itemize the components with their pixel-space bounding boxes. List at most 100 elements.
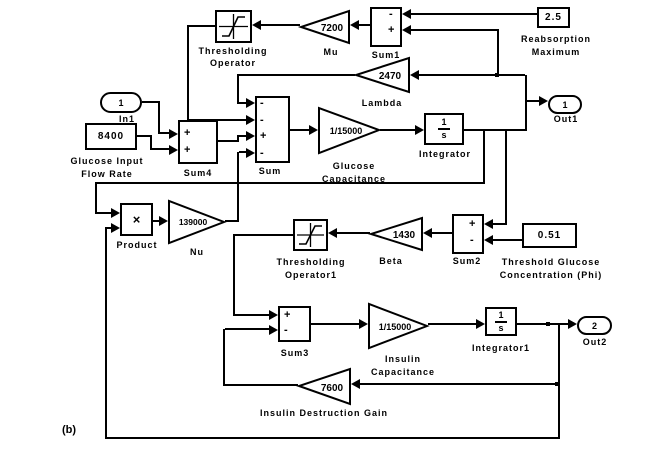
wire-segment [493,223,507,225]
sum2-sign-plus: + [469,218,476,230]
wire-segment [359,24,370,26]
one-over-s-icon: 1 s [495,310,507,333]
thresholding-operator-label: Thresholding [198,46,268,56]
in1-label: In1 [118,114,136,124]
threshold-glucose-label2: Concentration (Phi) [499,270,603,280]
wire-segment [95,182,485,184]
sum2-sign-minus: - [470,234,474,246]
thresholding-operator1-block[interactable] [293,219,328,251]
wire-segment [428,323,476,325]
wire-segment [233,234,235,316]
wire-segment [218,140,238,142]
mu-label: Mu [323,47,339,57]
wire-segment [150,135,152,150]
sum3-block[interactable] [278,306,311,342]
nu-gain-value: 139000 [179,217,208,227]
wire-segment [464,129,525,131]
glucose-input-label2: Flow Rate [81,169,133,179]
out2-label: Out2 [582,337,608,347]
glucose-input-value: 8400 [97,131,125,142]
integrator-block[interactable]: 1 s [424,113,464,145]
threshold-glucose-concentration-block[interactable]: 0.51 [522,223,577,248]
wire-segment [558,323,560,439]
integrator1-block[interactable]: 1 s [485,307,517,336]
wire-junction [555,382,559,386]
arrowhead-icon [423,228,432,238]
threshold-glucose-value: 0.51 [537,230,562,241]
wire-segment [160,132,169,134]
product-block[interactable]: × [120,203,153,236]
integrator1-label: Integrator1 [471,343,531,353]
out1-port[interactable]: 1 [548,95,582,114]
arrowhead-icon [111,223,120,233]
lambda-label: Lambda [361,98,403,108]
sum-sign-2: - [260,114,264,126]
arrowhead-icon [309,125,318,135]
wire-junction [546,322,550,326]
reabsorption-label2: Maximum [531,47,581,57]
saturation-icon [219,14,248,39]
wire-segment [290,129,309,131]
glucose-input-label: Glucose Input [70,156,144,166]
wire-segment [432,232,452,234]
sum1-label: Sum1 [371,50,401,60]
arrowhead-icon [252,20,261,30]
insulin-capacitance-block[interactable]: 1/15000 [368,302,430,350]
glucose-capacitance-block[interactable]: 1/15000 [318,106,382,155]
wire-segment [105,227,107,439]
wire-segment [237,74,355,76]
arrowhead-icon [169,129,178,139]
wire-segment [239,151,246,153]
wire-segment [142,101,158,103]
nu-label: Nu [190,247,204,257]
sum2-block[interactable] [452,214,484,254]
insulin-capacitance-value: 1/15000 [379,322,412,332]
wire-segment [311,323,359,325]
reabsorption-maximum-block[interactable]: 2.5 [537,7,570,28]
arrowhead-icon [328,228,337,238]
wire-segment [233,234,293,236]
sum4-block[interactable] [178,120,218,164]
out2-port-number: 2 [591,320,597,331]
arrowhead-icon [539,96,548,106]
thresholding-operator-label2: Operator [209,58,257,68]
thresholding-operator1-label2: Operator1 [284,270,338,280]
wire-segment [411,29,499,31]
mu-gain-block[interactable]: 7200 [297,9,350,45]
wire-segment [497,31,499,76]
wire-segment [527,100,539,102]
glucose-capacitance-label: Glucose [332,161,376,171]
sum4-sign-1: + [184,127,191,139]
beta-label: Beta [379,256,403,266]
thresholding-operator-block[interactable] [215,10,252,43]
glucose-input-flow-rate-block[interactable]: 8400 [85,123,137,150]
wire-segment [223,384,298,386]
sum-block[interactable] [255,96,290,163]
sum1-block[interactable] [370,7,402,47]
arrowhead-icon [351,379,360,389]
wire-segment [360,383,558,385]
wire-segment [189,119,246,121]
wire-segment [419,74,525,76]
arrowhead-icon [269,310,278,320]
beta-gain-block[interactable]: 1430 [367,216,423,252]
in1-port[interactable]: 1 [100,92,142,113]
wire-segment [187,25,215,27]
arrowhead-icon [402,25,411,35]
out1-label: Out1 [553,114,579,124]
wire-segment [237,135,239,142]
arrowhead-icon [269,325,278,335]
arrowhead-icon [111,208,120,218]
wire-segment [261,24,300,26]
insulin-destruction-gain-block[interactable]: 7600 [295,367,351,406]
wire-segment [493,239,522,241]
product-label: Product [116,240,158,250]
arrowhead-icon [246,98,255,108]
sum-sign-1: - [260,97,264,109]
out2-port[interactable]: 2 [577,316,612,335]
lambda-gain-block[interactable]: 2470 [352,56,410,94]
sum-sign-4: - [260,147,264,159]
arrowhead-icon [410,70,419,80]
nu-gain-block[interactable]: 139000 [168,199,227,245]
